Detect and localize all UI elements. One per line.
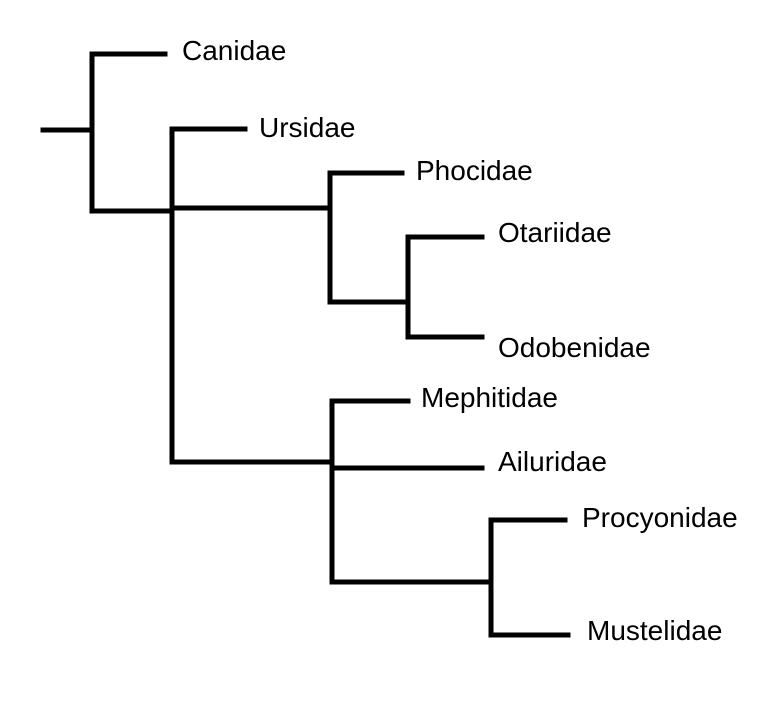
taxon-label-mustelidae: Mustelidae bbox=[587, 615, 723, 646]
taxon-label-otariidae: Otariidae bbox=[498, 217, 612, 248]
taxon-label-canidae: Canidae bbox=[182, 35, 287, 66]
taxon-label-ailuridae: Ailuridae bbox=[498, 446, 607, 477]
taxon-label-mephitidae: Mephitidae bbox=[421, 382, 558, 413]
taxon-label-procyonidae: Procyonidae bbox=[582, 502, 738, 533]
taxon-label-phocidae: Phocidae bbox=[416, 155, 533, 186]
taxon-label-odobenidae: Odobenidae bbox=[498, 332, 651, 363]
taxon-label-ursidae: Ursidae bbox=[259, 112, 356, 143]
